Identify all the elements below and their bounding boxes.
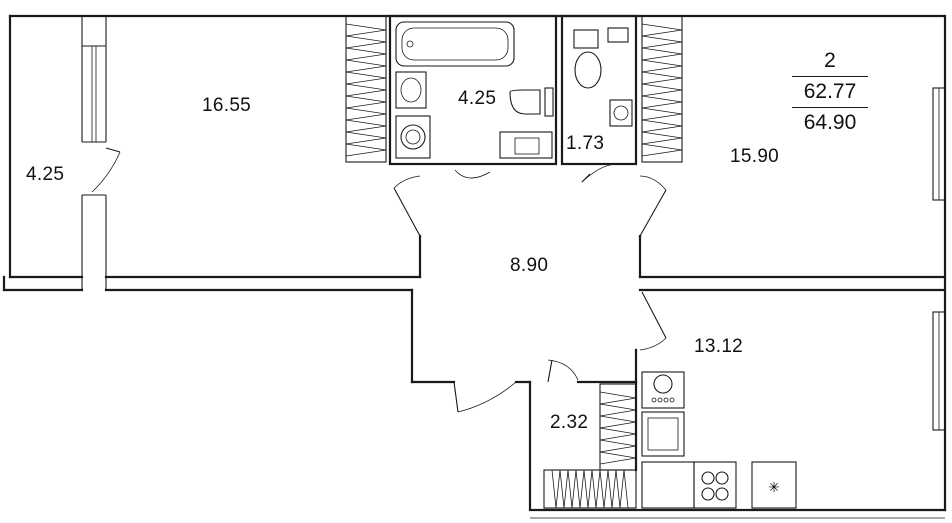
bathroom — [388, 14, 558, 179]
wardrobes — [345, 15, 683, 509]
room-count: 2 — [824, 49, 836, 72]
walls — [2, 14, 947, 512]
kitchen: ✳ — [641, 371, 797, 509]
total-area: 64.90 — [803, 111, 857, 134]
room-left-area: 16.55 — [202, 95, 252, 116]
toilet — [560, 14, 638, 183]
storage-area: 2.32 — [550, 412, 589, 433]
room-right-area: 15.90 — [730, 146, 780, 167]
hall-doors — [393, 175, 667, 472]
hall-area: 8.90 — [510, 255, 549, 276]
svg-text:✳: ✳ — [768, 480, 780, 496]
summary-divider — [792, 76, 868, 77]
summary-divider — [792, 107, 868, 108]
area-summary: 2 62.77 64.90 — [788, 46, 872, 138]
kitchen-area: 13.12 — [694, 336, 744, 357]
living-area: 62.77 — [803, 80, 857, 103]
bathroom-area: 4.25 — [458, 88, 497, 109]
balcony-area: 4.25 — [26, 164, 65, 185]
toilet-area: 1.73 — [566, 133, 605, 154]
